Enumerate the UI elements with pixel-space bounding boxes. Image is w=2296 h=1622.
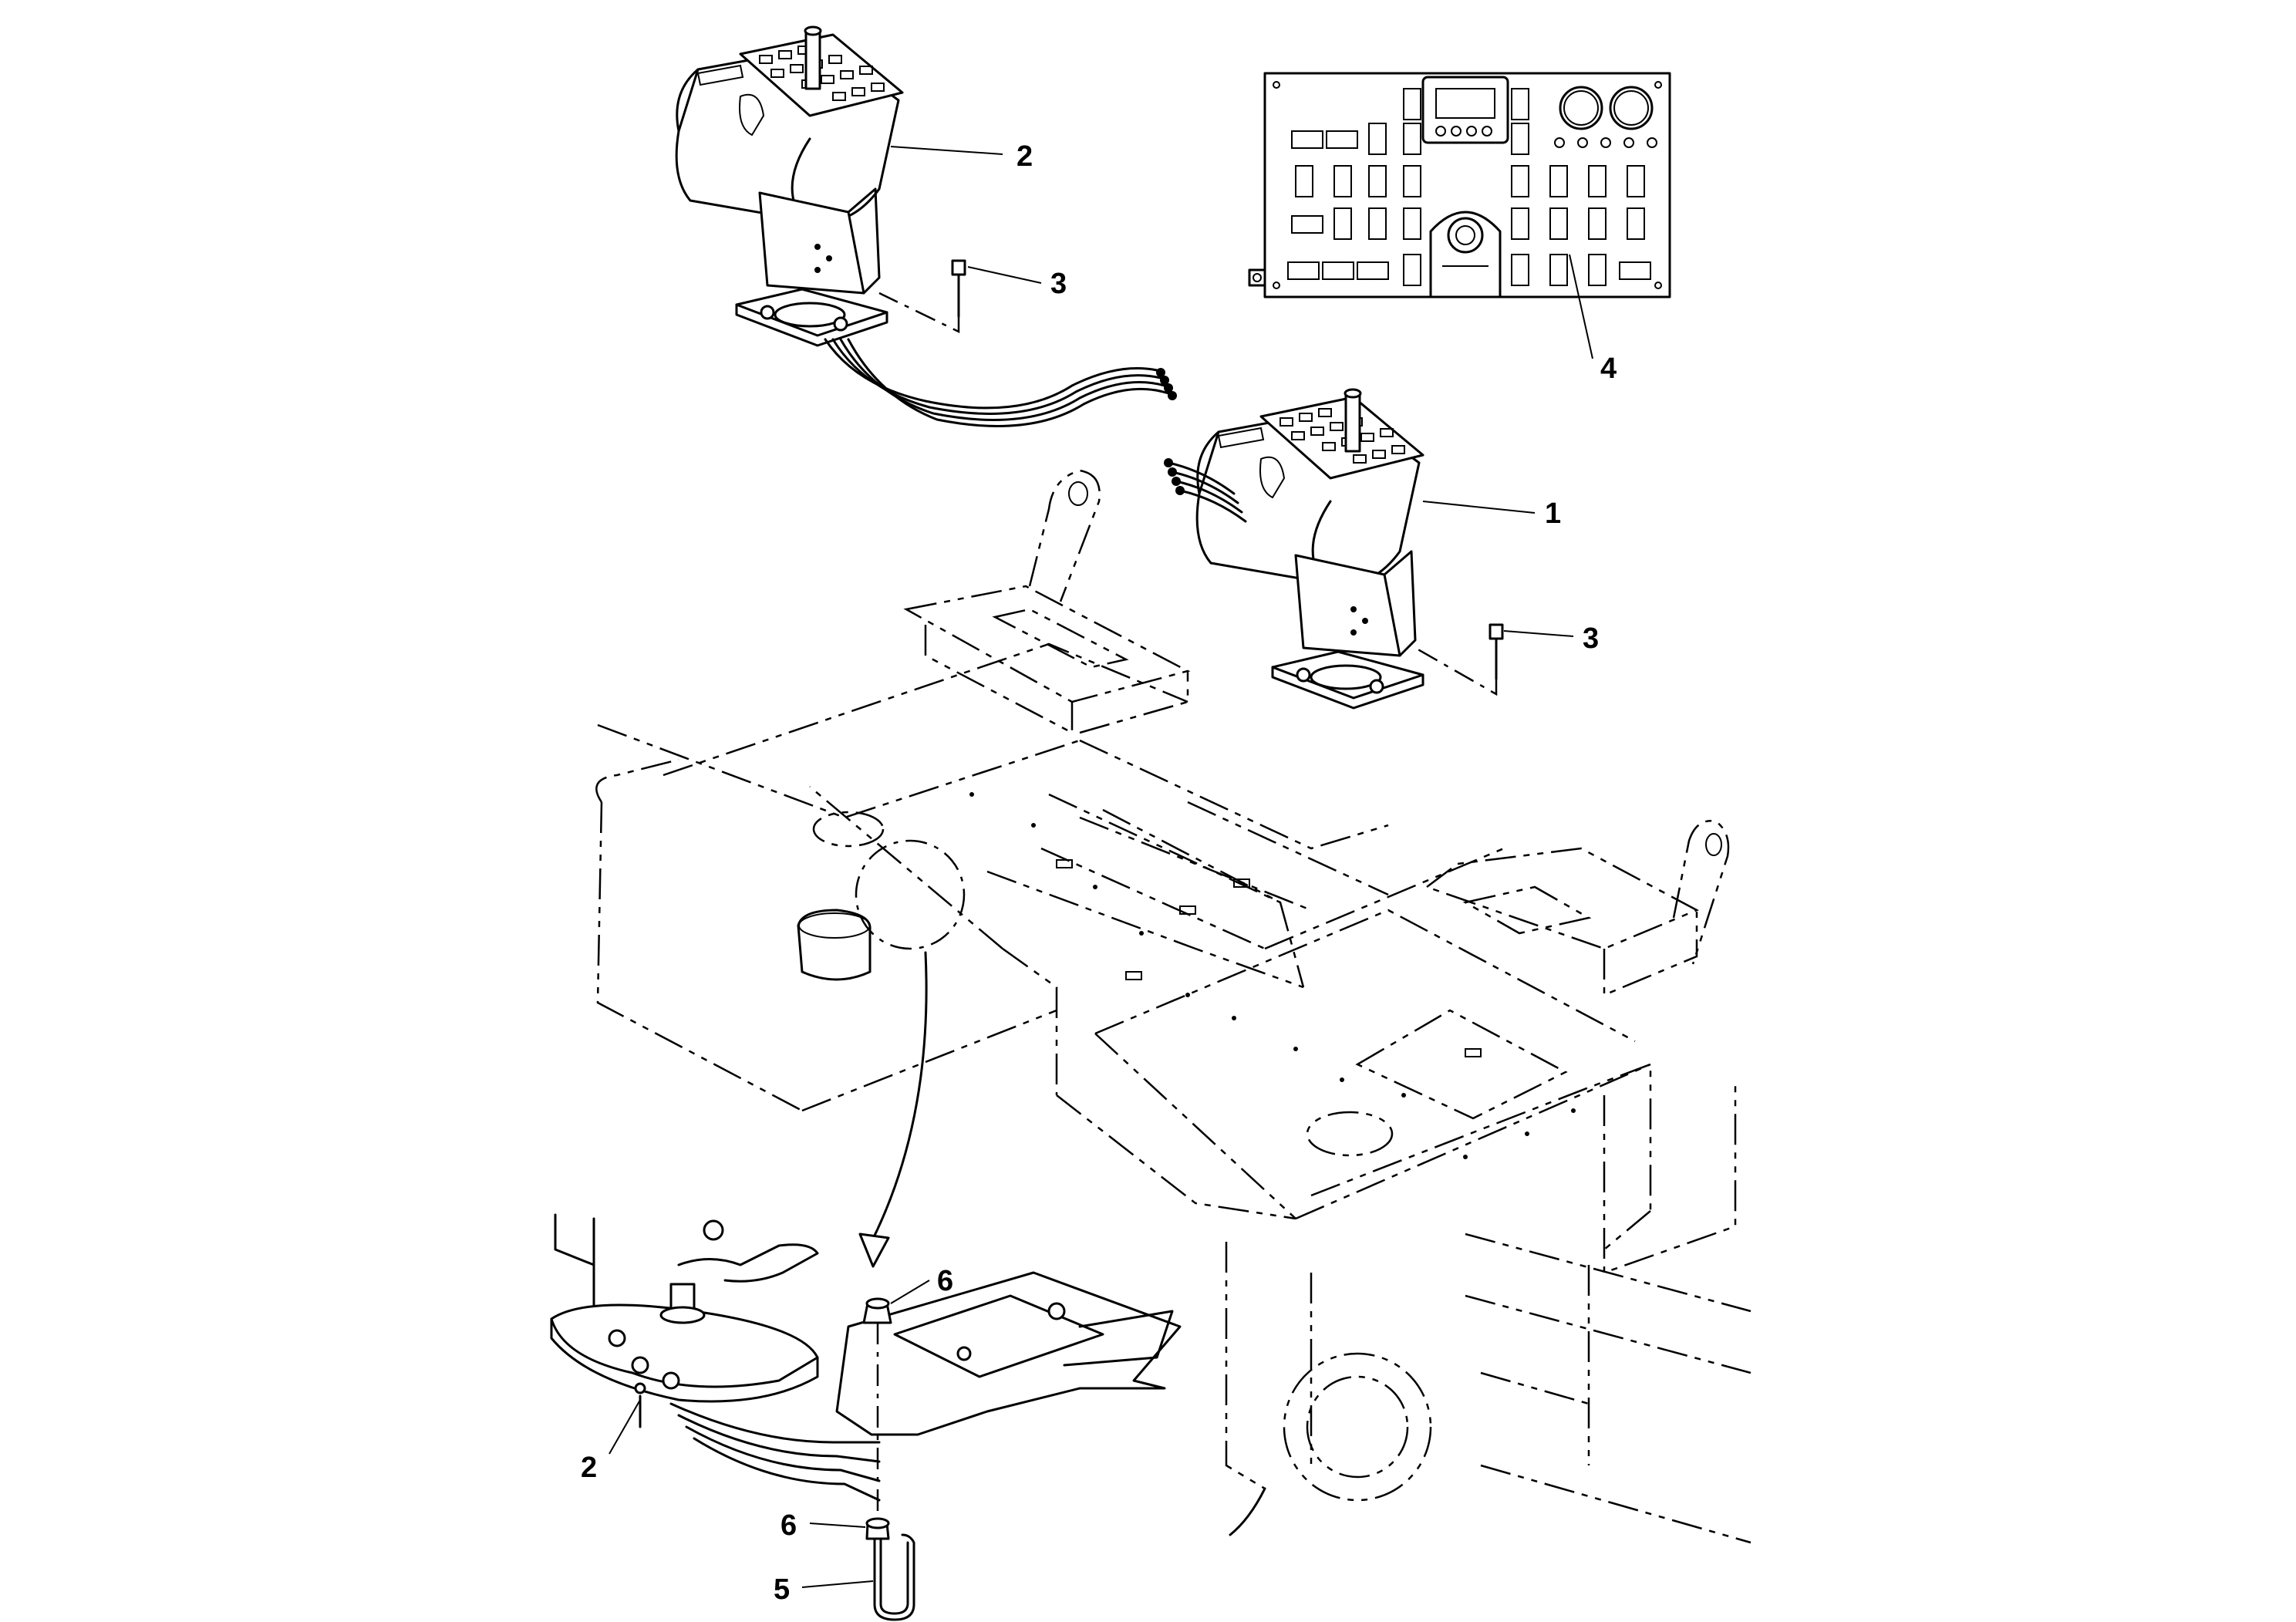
leader-lines bbox=[609, 146, 1593, 1588]
machine-frame bbox=[595, 469, 1752, 1544]
callout-4: 4 bbox=[1600, 352, 1617, 385]
callout-3-left: 3 bbox=[1050, 268, 1067, 300]
instrument-panel bbox=[1248, 72, 1671, 298]
callout-3-right: 3 bbox=[1583, 622, 1599, 655]
control-console-left bbox=[675, 25, 1177, 427]
callout-2-top: 2 bbox=[1017, 140, 1033, 173]
detail-view bbox=[550, 1213, 1182, 1621]
screw-left bbox=[878, 259, 966, 333]
control-console-right bbox=[1164, 388, 1424, 710]
screw-right bbox=[1414, 623, 1504, 696]
callout-2-bottom: 2 bbox=[581, 1452, 597, 1484]
detail-callout bbox=[855, 839, 966, 1268]
callout-6-bottom: 6 bbox=[781, 1509, 797, 1542]
callout-6-top: 6 bbox=[937, 1265, 953, 1297]
callout-1: 1 bbox=[1545, 497, 1561, 530]
callout-5: 5 bbox=[774, 1573, 790, 1606]
callouts: 2 3 4 1 3 6 2 6 5 bbox=[581, 140, 1617, 1606]
